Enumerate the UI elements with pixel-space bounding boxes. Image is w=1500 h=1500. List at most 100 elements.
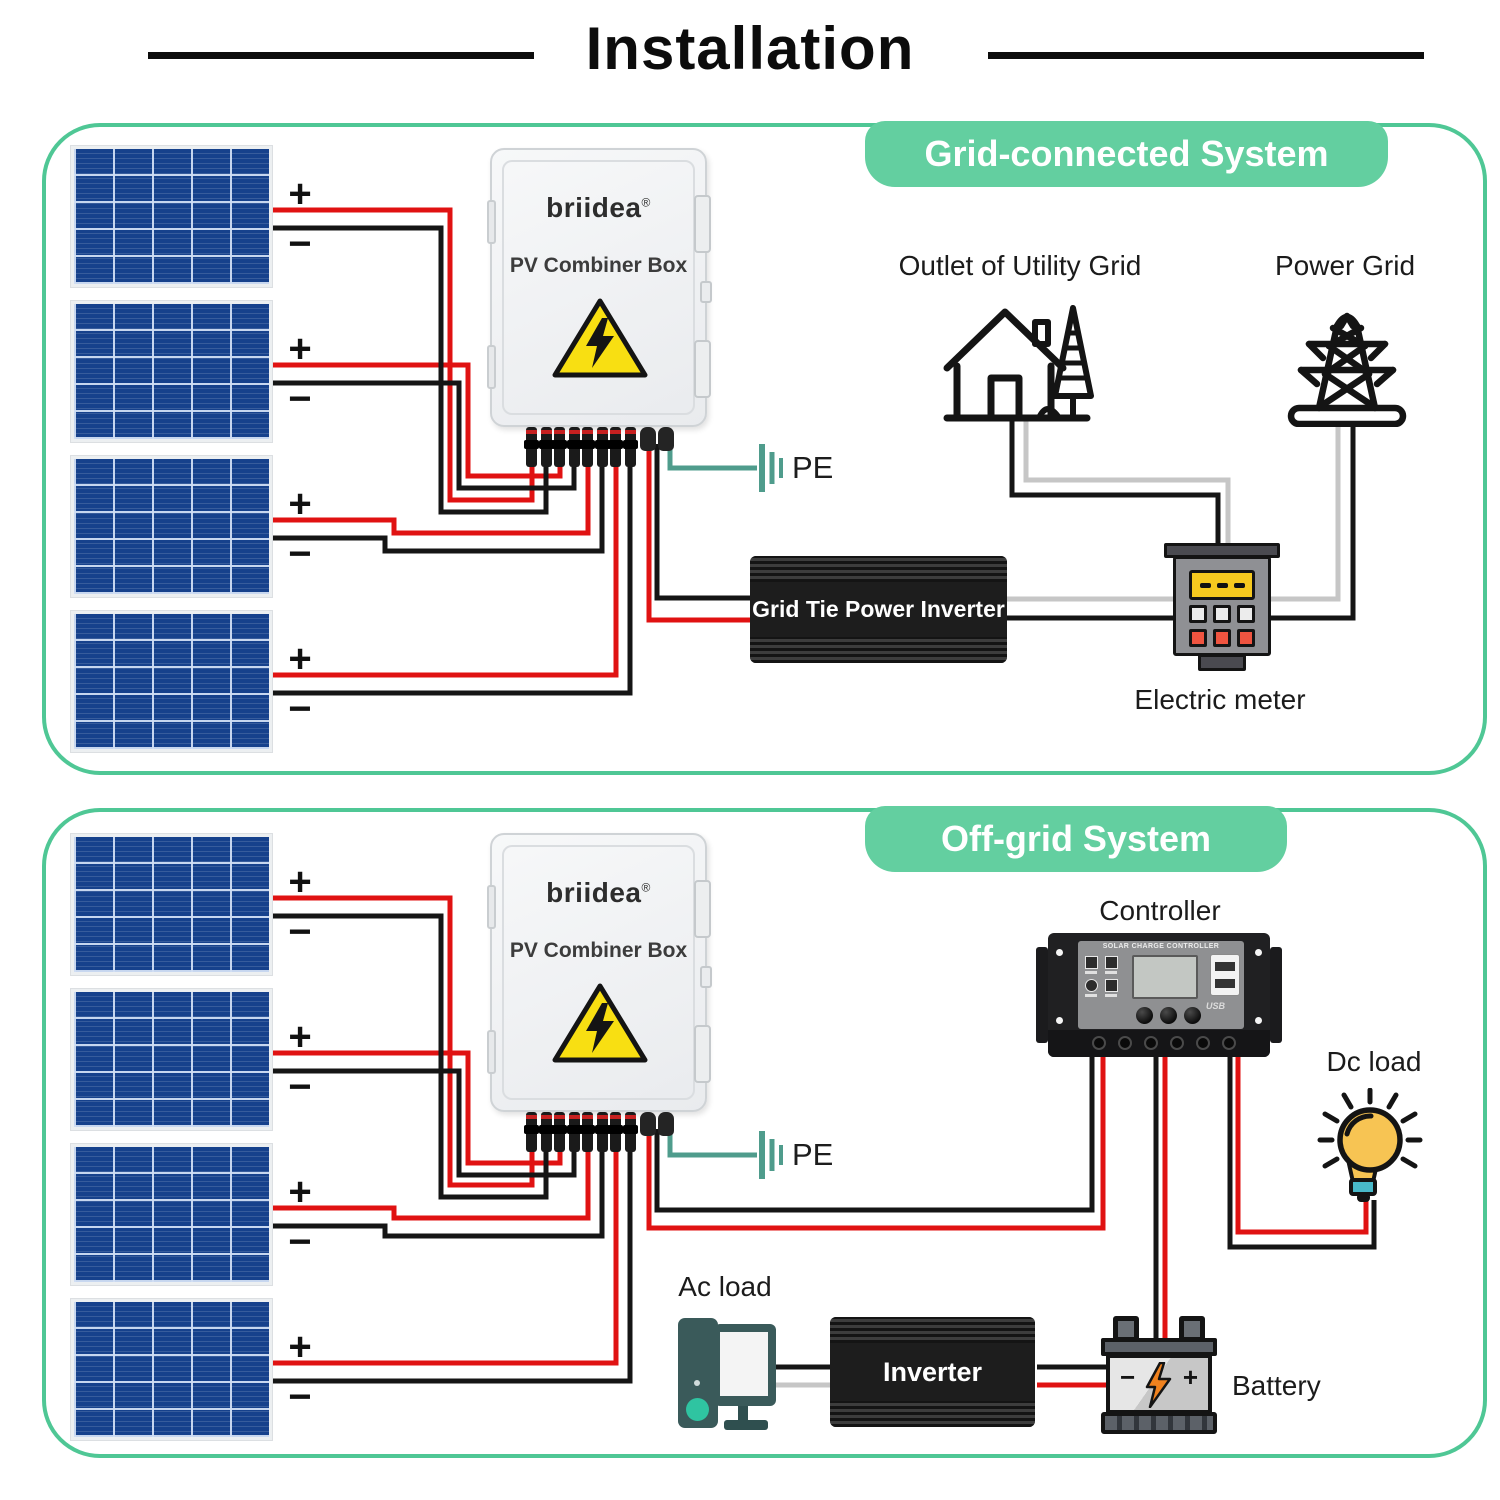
plus-label: + xyxy=(288,327,312,371)
charge-controller: SOLAR CHARGE CONTROLLER USB xyxy=(1036,933,1282,1057)
solar-panel xyxy=(70,455,273,598)
mc4-connector xyxy=(524,427,554,467)
icon-caption-bar xyxy=(1105,971,1117,974)
pe-label: PE xyxy=(792,1137,834,1172)
minus-label: − xyxy=(288,1065,312,1109)
minus-label: − xyxy=(288,687,312,731)
pc-led xyxy=(694,1380,700,1386)
brand-logo: briidea® xyxy=(546,192,651,223)
page-title: Installation xyxy=(585,15,915,82)
icon-caption-bar xyxy=(1105,994,1117,997)
screw-hole xyxy=(1255,949,1262,956)
mc4-connector xyxy=(608,427,638,467)
plus-label: + xyxy=(288,1170,312,1214)
inverter-label: Inverter xyxy=(882,1356,983,1387)
icon-caption-bar xyxy=(1085,971,1097,974)
screw-hole xyxy=(1056,949,1063,956)
plus-label: + xyxy=(288,482,312,526)
grid-tie-inverter-label: Grid Tie Power Inverter xyxy=(752,596,1005,622)
terminal-strip xyxy=(1048,1030,1270,1057)
hinge xyxy=(694,340,711,398)
combiner-label: PV Combiner Box xyxy=(509,939,688,962)
latch xyxy=(487,1030,496,1074)
solar-cells xyxy=(74,459,269,594)
title-rule-right xyxy=(988,52,1424,59)
off-grid-badge: Off-grid System xyxy=(865,806,1287,872)
battery-minus: − xyxy=(1120,1362,1136,1392)
screw-hole xyxy=(1056,1017,1063,1024)
dc-load-label: Dc load xyxy=(1326,1046,1422,1077)
controller-button xyxy=(1136,1007,1153,1024)
solar-cells xyxy=(74,992,269,1127)
minus-label: − xyxy=(288,377,312,421)
battery-terminal xyxy=(1179,1316,1205,1342)
mounting-ear xyxy=(1036,947,1048,1043)
minus-label: − xyxy=(288,532,312,576)
battery-body: − + xyxy=(1106,1354,1212,1414)
controller-button xyxy=(1184,1007,1201,1024)
solar-cells xyxy=(74,1147,269,1282)
meter-display xyxy=(1189,570,1255,600)
mc4-connector xyxy=(524,1112,554,1152)
controller-label: Controller xyxy=(1099,895,1221,926)
solar-cells xyxy=(74,837,269,972)
controller-panel-title: SOLAR CHARGE CONTROLLER xyxy=(1102,943,1220,950)
controller-lcd xyxy=(1132,955,1198,999)
solar-cells xyxy=(74,304,269,439)
mc4-connector xyxy=(608,1112,638,1152)
mc4-connector xyxy=(580,427,610,467)
screw-hole xyxy=(1255,1017,1262,1024)
terminal-screw xyxy=(1222,1036,1236,1050)
meter-body xyxy=(1173,556,1271,656)
clock-icon xyxy=(1085,979,1098,992)
plus-label: + xyxy=(288,860,312,904)
battery-plus: + xyxy=(1182,1362,1198,1392)
combiner-label: PV Combiner Box xyxy=(509,254,688,277)
brand-logo: briidea® xyxy=(546,877,651,908)
power-grid-label: Power Grid xyxy=(1274,250,1416,281)
cable-gland xyxy=(640,427,674,453)
battery-base xyxy=(1101,1412,1217,1434)
battery-label: Battery xyxy=(1232,1370,1321,1401)
lightning-bolt-icon xyxy=(1145,1362,1172,1408)
computer-icon xyxy=(678,1314,778,1432)
warning-triangle-icon xyxy=(552,983,648,1063)
meter-button xyxy=(1213,605,1231,623)
icon-caption-bar xyxy=(1085,994,1097,997)
battery-icon: − + xyxy=(1101,1316,1217,1434)
grid-connected-badge: Grid-connected System xyxy=(865,121,1388,187)
solar-cells xyxy=(74,614,269,749)
solar-panel xyxy=(70,145,273,288)
mcu-icon xyxy=(1085,956,1098,969)
cable-gland xyxy=(640,1112,674,1138)
usb-label: USB xyxy=(1206,1001,1226,1011)
minus-label: − xyxy=(288,1375,312,1419)
title-rule-left xyxy=(148,52,534,59)
pc-stand-base xyxy=(724,1420,768,1430)
electric-meter-label: Electric meter xyxy=(1134,684,1306,715)
solar-panel xyxy=(70,1143,273,1286)
black-wires xyxy=(272,225,1377,1384)
terminal-screw xyxy=(1196,1036,1210,1050)
terminal-screw xyxy=(1144,1036,1158,1050)
pv-combiner-box: briidea® PV Combiner Box xyxy=(487,833,712,1112)
clasp xyxy=(700,281,712,303)
meter-button xyxy=(1237,629,1255,647)
pe-label: PE xyxy=(792,450,834,485)
mc4-connector xyxy=(580,1112,610,1152)
solar-cells xyxy=(74,1302,269,1437)
power-tower-icon xyxy=(1287,312,1407,427)
latch xyxy=(487,885,496,929)
clasp xyxy=(700,966,712,988)
solar-cells xyxy=(74,149,269,284)
usb-port-icon xyxy=(1210,954,1240,996)
pc-stand xyxy=(738,1406,748,1420)
terminal-screw xyxy=(1118,1036,1132,1050)
inverter: Inverter xyxy=(830,1317,1035,1427)
pe-ground-wires xyxy=(667,444,783,1179)
hinge xyxy=(694,195,711,253)
latch xyxy=(487,200,496,244)
meter-button xyxy=(1189,629,1207,647)
house-icon xyxy=(943,305,1094,422)
